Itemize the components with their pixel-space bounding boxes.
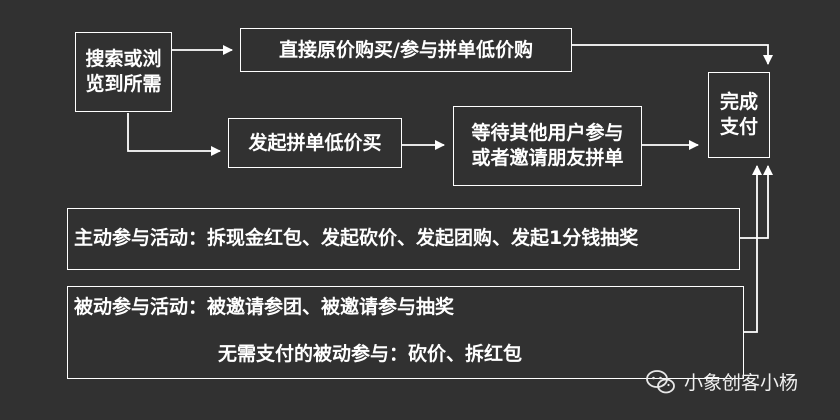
direct-node: 直接原价购买/参与拼单低价购 — [240, 28, 572, 72]
complete-node: 完成 支付 — [708, 72, 770, 158]
wait-line1: 等待其他用户参与 — [471, 122, 624, 145]
arrow-active-to-complete — [740, 165, 773, 239]
active-node: 主动参与活动：拆现金红包、发起砍价、发起团购、发起1分钱抽奖 — [67, 208, 740, 270]
browse-line1: 搜索或浏 — [85, 48, 162, 71]
browse-line2: 览到所需 — [85, 73, 162, 95]
passive-node: 被动参与活动：被邀请参团、被邀请参与抽奖 无需支付的被动参与：砍价、拆红包 — [67, 286, 744, 379]
direct-label: 直接原价购买/参与拼单低价购 — [279, 38, 533, 61]
active-label: 主动参与活动：拆现金红包、发起砍价、发起团购、发起1分钱抽奖 — [74, 227, 639, 249]
initiate-node: 发起拼单低价买 — [228, 118, 402, 168]
initiate-label: 发起拼单低价买 — [248, 131, 382, 154]
wechat-icon — [646, 369, 675, 393]
arrow-direct-to-complete — [572, 44, 773, 65]
browse-node: 搜索或浏 览到所需 — [75, 32, 172, 112]
complete-line2: 支付 — [719, 116, 758, 138]
passive-line1: 被动参与活动：被邀请参团、被邀请参与抽奖 — [74, 296, 455, 318]
wait-line2: 或者邀请朋友拼单 — [471, 147, 624, 169]
arrow-passive-to-complete — [744, 165, 762, 333]
complete-line1: 完成 — [719, 91, 758, 114]
arrow-browse-to-initiate — [127, 113, 221, 156]
passive-line2: 无需支付的被动参与：砍价、拆红包 — [218, 343, 523, 365]
watermark: 小象创客小杨 — [646, 368, 798, 395]
wait-node: 等待其他用户参与 或者邀请朋友拼单 — [453, 106, 642, 186]
watermark-text: 小象创客小杨 — [684, 372, 799, 394]
